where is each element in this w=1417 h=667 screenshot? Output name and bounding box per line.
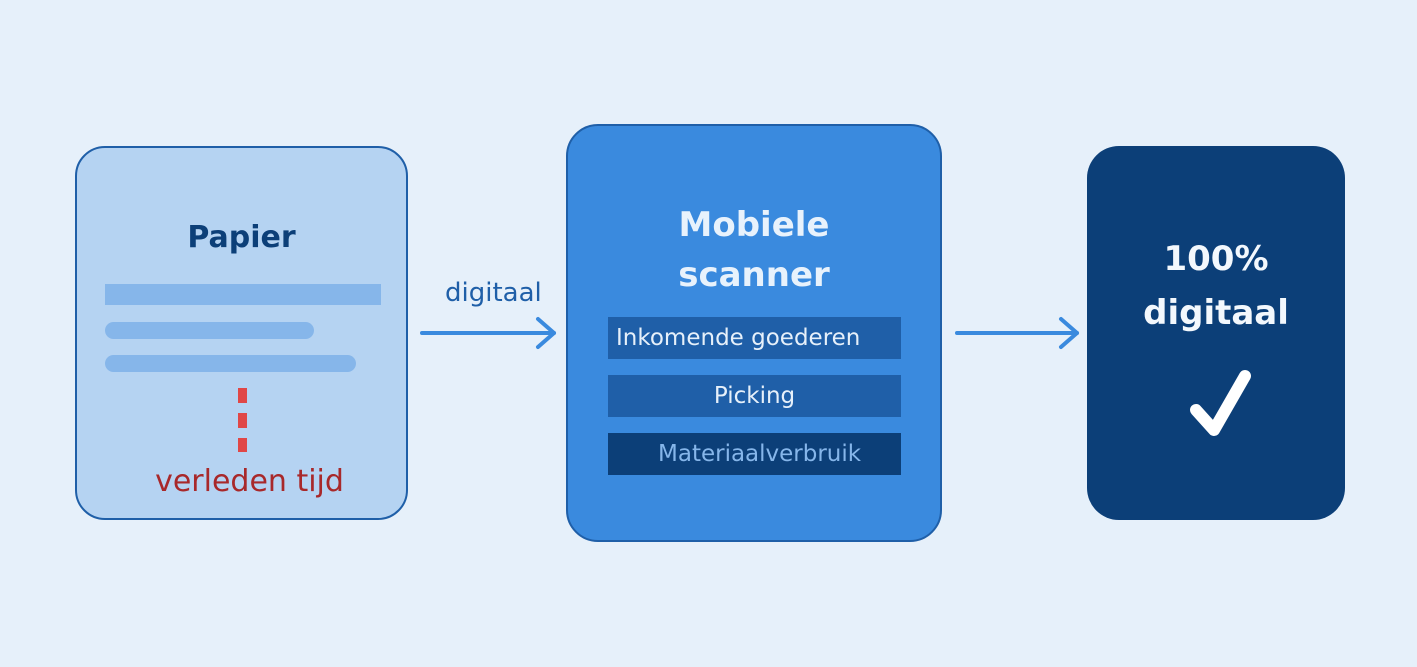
- scanner-title: Mobiele scanner: [568, 200, 940, 300]
- scanner-card: Mobiele scanner Inkomende goederen Picki…: [566, 124, 942, 542]
- scanner-title-line: scanner: [678, 255, 830, 295]
- arrow-right-icon: [955, 317, 1079, 349]
- scanner-item-material-consumption: Materiaalverbruik: [608, 433, 901, 475]
- check-icon: [1190, 370, 1251, 436]
- digital-result-card: 100% digitaal: [1087, 146, 1345, 520]
- digital-title: 100% digitaal: [1087, 232, 1345, 340]
- paper-caption: verleden tijd: [155, 464, 344, 499]
- document-line: [105, 284, 381, 305]
- paper-card: Papier verleden tijd: [75, 146, 408, 520]
- document-line: [105, 322, 314, 339]
- digital-title-line: digitaal: [1143, 293, 1289, 333]
- dashed-connector: [238, 388, 247, 452]
- scanner-item-incoming-goods: Inkomende goederen: [608, 317, 901, 359]
- arrow-right-icon: [420, 317, 556, 349]
- scanner-item-picking: Picking: [608, 375, 901, 417]
- paper-title: Papier: [187, 220, 296, 255]
- arrow-label: digitaal: [445, 278, 542, 308]
- digital-title-line: 100%: [1163, 239, 1269, 279]
- scanner-title-line: Mobiele: [678, 205, 830, 245]
- document-line: [105, 355, 356, 372]
